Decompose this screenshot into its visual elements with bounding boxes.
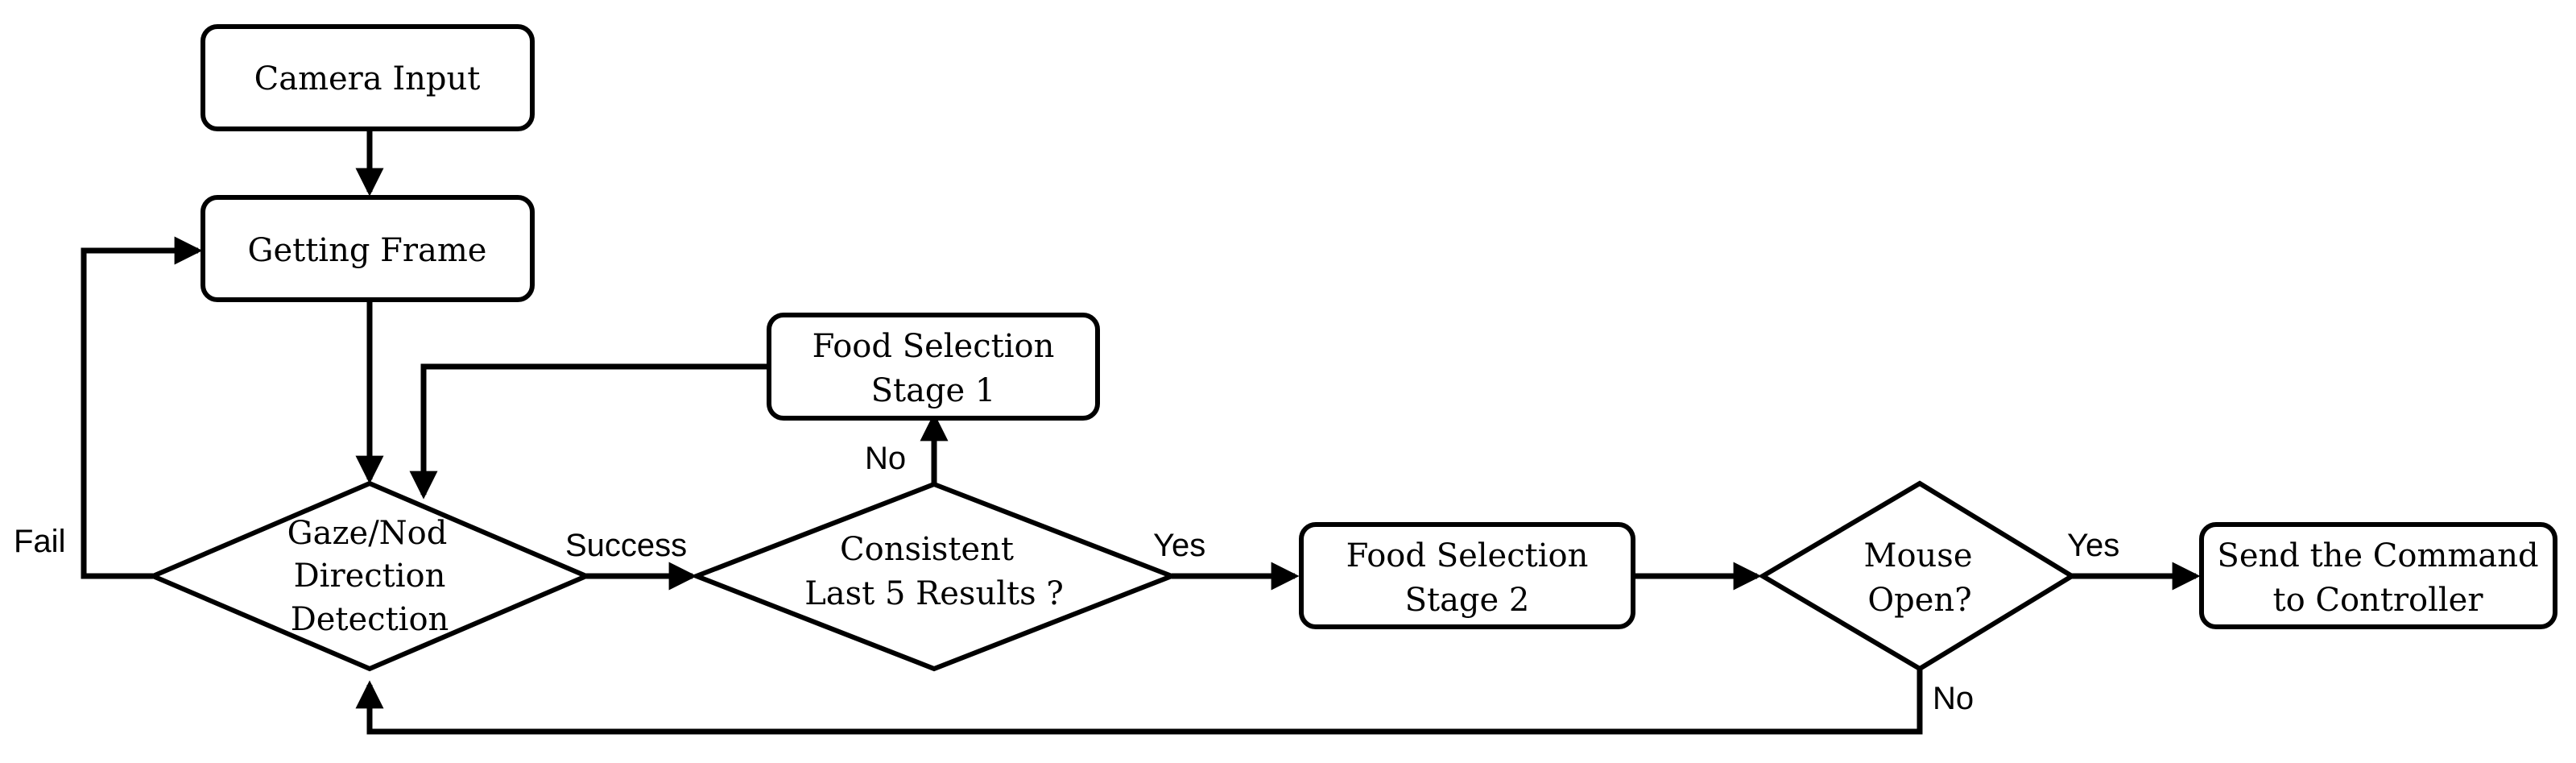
edge-fail-loop: [81, 236, 203, 579]
node-consistent-check-line1: Consistent: [840, 531, 1014, 568]
node-food-stage2-line1: Food Selection: [1346, 537, 1589, 574]
node-getting-frame: Getting Frame: [201, 195, 535, 302]
node-food-stage1-line2: Stage 1: [871, 372, 996, 409]
edge-stage1-to-detection: [409, 363, 768, 500]
edge-label-yes-consistent: Yes: [1153, 528, 1205, 563]
node-food-stage2-line2: Stage 2: [1405, 582, 1530, 619]
edge-no-mouse: [355, 669, 1923, 735]
node-gaze-detection-line2: Direction: [294, 558, 446, 595]
node-mouse-open: Mouse Open?: [1758, 480, 2077, 672]
node-mouse-open-line1: Mouse: [1864, 537, 1973, 574]
edge-label-fail: Fail: [14, 524, 65, 559]
node-camera-input: Camera Input: [201, 24, 535, 131]
node-gaze-detection-line1: Gaze/Nod: [287, 515, 448, 552]
edge-label-no-mouse: No: [1933, 681, 1974, 716]
node-food-stage1-line1: Food Selection: [812, 328, 1055, 365]
node-gaze-detection: Gaze/Nod Direction Detection: [147, 480, 593, 672]
node-food-stage2: Food Selection Stage 2: [1299, 522, 1635, 629]
node-send-command-line1: Send the Command: [2217, 537, 2538, 574]
edges: [81, 131, 2201, 735]
node-consistent-check: Consistent Last 5 Results ?: [689, 481, 1179, 672]
node-getting-frame-label: Getting Frame: [248, 232, 487, 269]
node-gaze-detection-line3: Detection: [291, 601, 449, 638]
edge-label-no-consistent: No: [865, 441, 906, 476]
edge-labels: Fail Success No Yes Yes No: [14, 441, 2119, 716]
node-send-command: Send the Command to Controller: [2199, 522, 2557, 629]
node-send-command-line2: to Controller: [2273, 582, 2484, 619]
node-food-stage1: Food Selection Stage 1: [767, 313, 1100, 421]
edge-label-yes-mouse: Yes: [2067, 528, 2119, 563]
node-mouse-open-line2: Open?: [1867, 582, 1971, 619]
node-camera-input-label: Camera Input: [254, 60, 481, 97]
edge-label-success: Success: [565, 528, 687, 563]
node-consistent-check-line2: Last 5 Results ?: [804, 575, 1064, 612]
